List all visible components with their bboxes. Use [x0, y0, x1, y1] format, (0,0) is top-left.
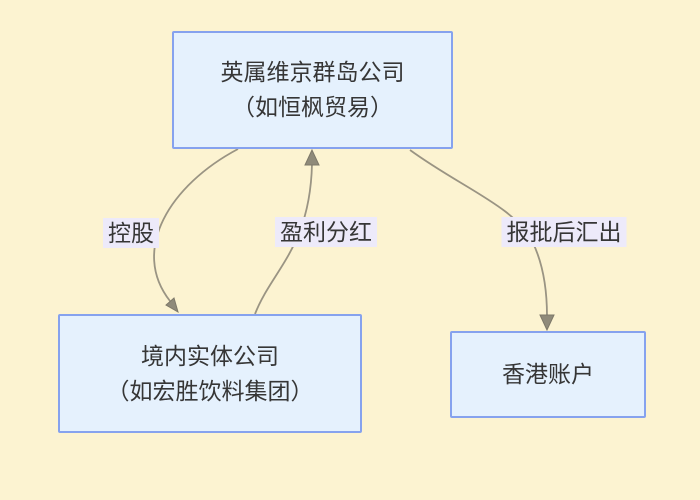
node-hk-account-line1: 香港账户: [502, 361, 594, 387]
arrowhead-icon: [304, 148, 320, 166]
edge-label-holding: 控股: [103, 218, 159, 248]
node-domestic-company-line2: （如宏胜饮料集团）: [106, 377, 314, 404]
node-bvi-company-line1: 英属维京群岛公司: [220, 59, 405, 85]
arrowhead-icon: [165, 297, 179, 314]
edge-label-dividend: 盈利分红: [275, 217, 377, 247]
edge-holding-line: [153, 148, 239, 302]
arrowhead-icon: [539, 314, 555, 332]
node-domestic-company-line1: 境内实体公司: [141, 342, 279, 369]
node-hk-account: 香港账户: [450, 331, 646, 418]
node-bvi-company: 英属维京群岛公司 （如恒枫贸易）: [172, 31, 453, 149]
edge-dividend-line: [254, 163, 313, 315]
node-bvi-company-line2: （如恒枫贸易）: [232, 94, 393, 120]
node-domestic-company: 境内实体公司 （如宏胜饮料集团）: [58, 314, 362, 433]
edge-label-remit: 报批后汇出: [501, 217, 627, 247]
